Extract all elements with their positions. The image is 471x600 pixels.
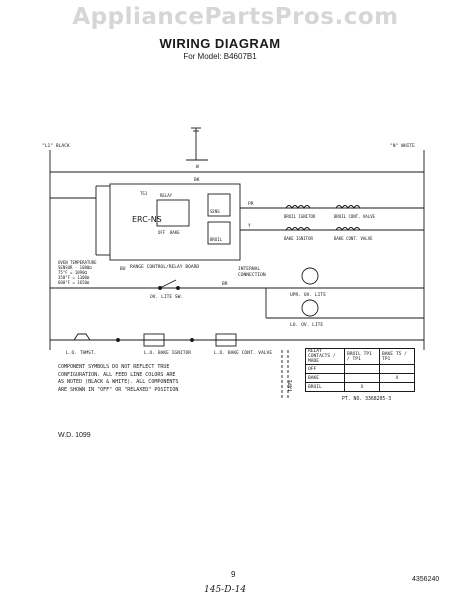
relay-table-header: RELAY CONTACTS / MADE BROIL TP1 / TP1 BA… [305, 348, 415, 365]
connection-label: CONNECTION [238, 272, 266, 278]
lo-bake-ignitor-symbol [143, 333, 165, 347]
board-label: RANGE CONTROL/RELAY BOARD [130, 264, 199, 270]
bake-valve-label: BAKE CONT. VALVE [334, 236, 373, 241]
broil-valve-coil [335, 205, 361, 209]
relay-cell [344, 373, 380, 383]
lo-bake-valve-label: L.O. BAKE CONT. VALVE [214, 350, 272, 356]
relay-block [156, 199, 190, 227]
tape-label: TAPE [288, 380, 294, 393]
sensor-line-0: OVEN TEMPERATURE [58, 260, 97, 265]
sensor-line-3: 350°F = 1300Ω [58, 275, 90, 280]
lo-bake-valve-symbol [215, 333, 237, 347]
table-row: BROIL X [305, 382, 415, 392]
wd-number: W.D. 1099 [58, 432, 91, 439]
wire-bu: BU [120, 266, 126, 272]
wire-y: Y [248, 223, 251, 229]
n-label: "N" WHITE [390, 143, 415, 149]
note-line: ARE SHOWN IN "OFF" OR "RELAXED" POSITION [58, 386, 179, 393]
erc-label: ERC-NS [132, 215, 162, 224]
sensor-line-4: 600°F = 1650Ω [58, 280, 90, 285]
page-number: 9 [231, 570, 236, 579]
table-row: OFF [305, 364, 415, 374]
wire-w: W [196, 164, 199, 170]
wire-bk: BK [194, 177, 200, 183]
wiring-labels: "L1" BLACK "N" WHITE W BK PR Y BR BU ERC… [42, 143, 415, 392]
lo-thermostat-symbol [73, 333, 91, 341]
contact-mark-3: BAKE [170, 230, 180, 235]
relay-cell: X [379, 373, 415, 383]
relay-cell [344, 364, 380, 374]
control-board-box [109, 183, 241, 261]
broil-ignitor-label: BROIL IGNITOR [284, 214, 316, 219]
model-subtitle: For Model: B4607B1 [183, 52, 257, 61]
document-number: 4356240 [412, 576, 440, 583]
wire-br: BR [222, 281, 228, 287]
relay-row-label: BAKE [305, 373, 345, 383]
relay-header-2: BAKE T5 / TP1 [379, 348, 415, 365]
lo-bake-ignitor-label: L.O. BAKE IGNITOR [144, 350, 191, 356]
relay-contacts-table: RELAY CONTACTS / MADE BROIL TP1 / TP1 BA… [305, 348, 415, 392]
relay-row-label: OFF [305, 364, 345, 374]
part-number: PT. NO. 3368205-3 [342, 397, 392, 402]
note-line: COMPONENT SYMBOLS DO NOT REFLECT TRUE [58, 364, 170, 370]
handwritten-note: 145-D-14 [204, 585, 247, 595]
note-line: CONFIGURATION. ALL FEED LINE COLORS ARE [58, 371, 176, 378]
relay-cell [379, 364, 415, 374]
table-row: BAKE X [305, 373, 415, 383]
bake-ignitor-label: BAKE IGNITOR [284, 236, 313, 241]
contact-mark-1: RELAY [160, 193, 173, 198]
relay-header-1: BROIL TP1 / TP1 [344, 348, 380, 365]
contact-mark-2: OFF [158, 230, 166, 235]
contact-mark-4: SENS [210, 209, 220, 214]
lo-thmst-label: L.O. THMST. [66, 350, 96, 356]
component-note: COMPONENT SYMBOLS DO NOT REFLECT TRUE CO… [58, 364, 268, 394]
relay-cell [379, 382, 415, 392]
relay-contacts [207, 193, 231, 217]
watermark: AppliancePartsPros.com [72, 4, 399, 30]
bake-ignitor-coil [285, 227, 311, 231]
sensor-line-1: SENSOR - 1080Ω [58, 265, 92, 270]
internal-label: INTERNAL [238, 266, 260, 272]
sensor-line-2: 75°F = 1090Ω [58, 270, 87, 275]
note-line: AS NOTED (BLACK & WHITE). ALL COMPONENTS [58, 379, 179, 386]
broil-valve-label: BROIL CONT. VALVE [334, 214, 376, 219]
contact-mark-0: TS1 [140, 191, 148, 196]
upper-oven-lite [301, 267, 319, 285]
broil-ignitor-coil [285, 205, 311, 209]
diagram-title: WIRING DIAGRAM [159, 36, 281, 51]
wire-pr: PR [248, 201, 254, 207]
contact-mark-5: BROIL [210, 237, 223, 242]
lo-lite-label: LO. OV. LITE [290, 322, 323, 328]
ov-lite-sw-label: OV. LITE SW. [150, 294, 183, 300]
lower-oven-lite [301, 299, 319, 317]
l1-label: "L1" BLACK [42, 143, 70, 149]
relay-cell: X [344, 382, 380, 392]
relay-header-0: RELAY CONTACTS / MADE [305, 348, 345, 365]
relay-row-label: BROIL [305, 382, 345, 392]
bake-valve-coil [335, 227, 361, 231]
upr-lite-label: UPR. OV. LITE [290, 292, 326, 298]
